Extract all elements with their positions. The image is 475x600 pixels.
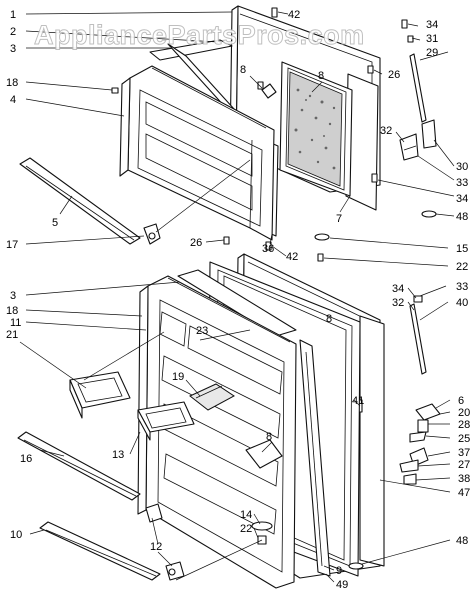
- callout-42-b: 42: [286, 251, 298, 263]
- callout-10: 10: [10, 529, 22, 541]
- callout-3-lower: 3: [10, 290, 16, 302]
- callout-23: 23: [196, 325, 208, 337]
- callout-13: 13: [112, 449, 124, 461]
- callout-20: 20: [458, 407, 470, 419]
- callout-8-d: 8: [266, 431, 272, 443]
- freezer-insulation: [287, 71, 343, 187]
- upper-screws: [111, 7, 437, 262]
- callout-41: 41: [352, 395, 364, 407]
- callout-21: 21: [6, 329, 18, 341]
- callout-33-a: 33: [456, 177, 468, 189]
- callout-8-a: 8: [240, 64, 246, 76]
- callout-16: 16: [20, 453, 32, 465]
- callout-31: 31: [426, 33, 438, 45]
- callout-29: 29: [426, 47, 438, 59]
- callout-17: 17: [6, 239, 18, 251]
- callout-32-b: 32: [392, 297, 404, 309]
- callout-9: 9: [336, 565, 342, 577]
- callout-38: 38: [458, 473, 470, 485]
- callout-19: 19: [172, 371, 184, 383]
- callout-6: 6: [458, 395, 464, 407]
- callout-26-b: 26: [190, 237, 202, 249]
- refrigerator-rack-bar-upper: [17, 431, 141, 501]
- callout-11: 11: [10, 317, 21, 329]
- callout-7: 7: [336, 213, 342, 225]
- callout-18-upper: 18: [6, 77, 18, 89]
- refrigerator-handle-trim: [299, 339, 331, 577]
- callout-37: 37: [458, 447, 470, 459]
- callout-14: 14: [240, 509, 252, 521]
- lower-hinge-assembly: [348, 295, 441, 570]
- callout-2: 2: [10, 26, 16, 38]
- callout-8-b: 8: [318, 70, 324, 82]
- callout-4: 4: [10, 94, 16, 106]
- callout-8-c: 8: [326, 313, 332, 325]
- callout-36: 36: [262, 243, 274, 255]
- callout-25: 25: [458, 433, 470, 445]
- callout-34-a: 34: [426, 19, 438, 31]
- callout-28: 28: [458, 419, 470, 431]
- door-bin-small: [69, 371, 131, 419]
- callout-27: 27: [458, 459, 470, 471]
- callout-34-b: 34: [456, 193, 468, 205]
- callout-leader-lines: [19, 11, 455, 583]
- refrigerator-rack-bar-lower: [39, 521, 161, 581]
- callout-47: 47: [458, 487, 470, 499]
- freezer-shelf-bar: [19, 157, 141, 245]
- upper-hinge-assembly: [399, 53, 437, 161]
- watermark: AppliancePartsPros.com: [34, 20, 365, 50]
- callout-40: 40: [456, 297, 468, 309]
- callout-32-a: 32: [380, 125, 392, 137]
- callout-3-upper: 3: [10, 43, 16, 55]
- callout-30: 30: [456, 161, 468, 173]
- door-bin-lower: [137, 401, 195, 441]
- callout-12: 12: [150, 541, 162, 553]
- callout-22-b: 22: [240, 523, 252, 535]
- callout-26-a: 26: [388, 69, 400, 81]
- callout-42-upper: 42: [288, 9, 300, 21]
- callout-labels: 1 2 3 18 4 5 17 42 8 8 34 31 29 26 32 30…: [6, 9, 470, 591]
- butter-compartment-door: [189, 383, 235, 411]
- callout-22-a: 22: [456, 261, 468, 273]
- rack-end-caps: [145, 503, 185, 581]
- callout-48-b: 48: [456, 535, 468, 547]
- callout-49: 49: [336, 579, 348, 591]
- callout-18-lower: 18: [6, 305, 18, 317]
- freezer-inner-liner: [119, 65, 275, 241]
- callout-5: 5: [52, 217, 58, 229]
- callout-1: 1: [10, 9, 16, 21]
- callout-48-a: 48: [456, 211, 468, 223]
- callout-34-c: 34: [392, 283, 404, 295]
- freezer-bar-end-cap: [143, 223, 161, 245]
- callout-15: 15: [456, 243, 468, 255]
- callout-33-b: 33: [456, 281, 468, 293]
